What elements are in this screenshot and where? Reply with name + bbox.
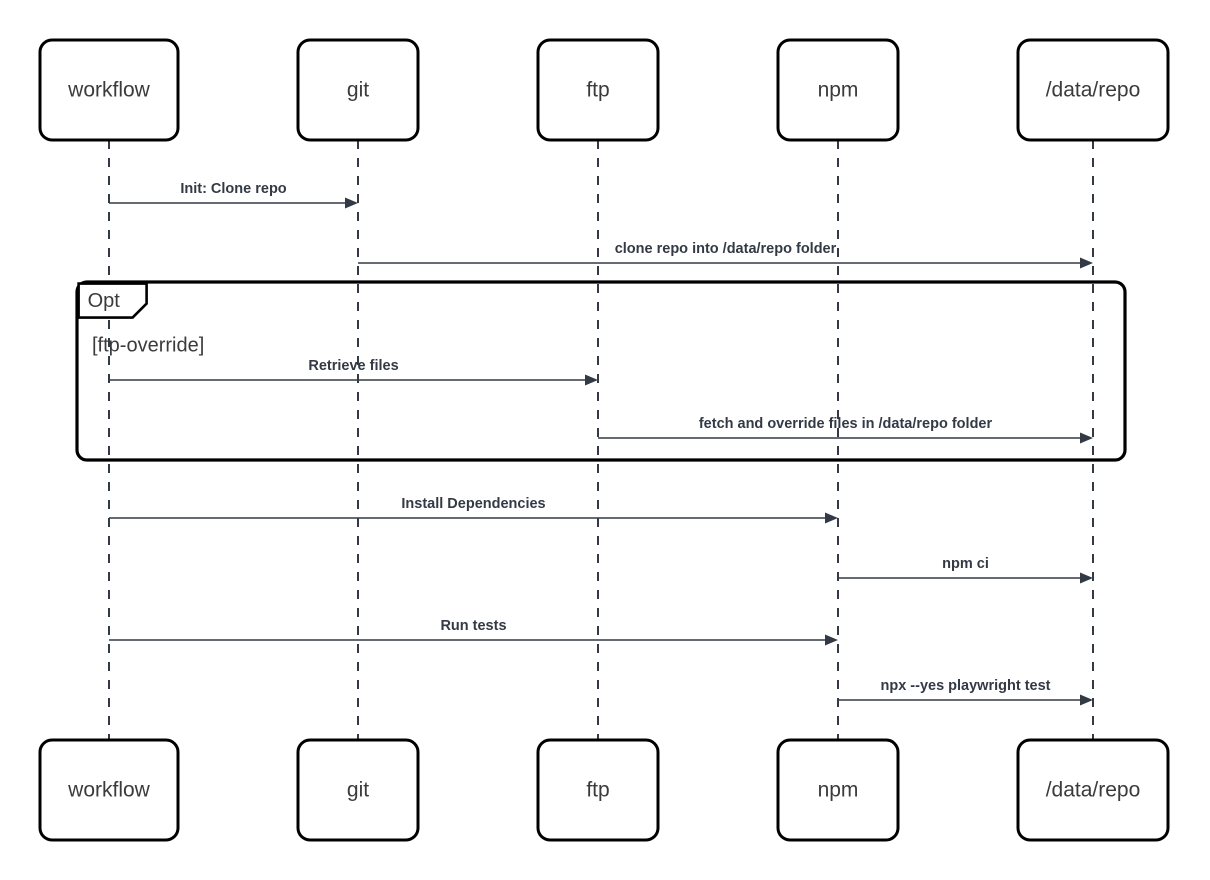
fragment-tab-label: Opt [88,290,121,312]
participant-top-ftp[interactable]: ftp [536,38,660,142]
participant-boxes-layer: workflow git ftp npm/data/repo workflow git ft… [38,38,1170,842]
message-arrowhead [825,512,838,524]
message-5: Install Dependencies [109,496,838,524]
message-label: npm ci [942,556,989,572]
message-arrowhead [1080,257,1093,269]
participant-label: npm [818,79,859,102]
participant-top-repo[interactable]: /data/repo [1016,38,1170,142]
message-arrowhead [1080,694,1093,706]
participant-top-git[interactable]: git [296,38,420,142]
participant-box[interactable] [776,38,900,142]
participant-label: workflow [67,79,151,102]
message-arrowhead [1080,432,1093,444]
participant-box[interactable] [536,738,660,842]
participant-label: ftp [586,779,609,802]
participant-box[interactable] [38,738,180,842]
message-label: npx --yes playwright test [880,678,1050,694]
participant-box[interactable] [38,38,180,142]
message-label: Install Dependencies [401,496,545,512]
participant-bottom-workflow[interactable]: workflow [38,738,180,842]
message-arrowhead [1080,572,1093,584]
message-6: npm ci [838,556,1093,584]
fragment-tab-opt [77,282,148,319]
participant-bottom-git[interactable]: git [296,738,420,842]
participant-label: /data/repo [1046,779,1141,802]
message-arrowhead [825,634,838,646]
participant-bottom-npm[interactable]: npm [776,738,900,842]
participant-box[interactable] [1016,738,1170,842]
participant-box[interactable] [536,38,660,142]
participant-label: git [347,779,369,802]
fragment-box-opt [75,280,1127,462]
message-label: Run tests [440,618,506,634]
participant-box[interactable] [776,738,900,842]
messages-layer: Init: Clone repo clone repo into /data/re… [109,181,1093,706]
message-label: fetch and override files in /data/repo f… [699,416,993,432]
lifelines-layer [108,140,1094,740]
participant-label: git [347,79,369,102]
participant-bottom-ftp[interactable]: ftp [536,738,660,842]
message-7: Run tests [109,618,838,646]
message-label: Init: Clone repo [180,181,286,197]
message-3: Retrieve files [109,358,598,386]
message-1: Init: Clone repo [109,181,358,209]
participant-box[interactable] [296,738,420,842]
message-2: clone repo into /data/repo folder [358,241,1093,269]
message-label: clone repo into /data/repo folder [615,241,837,257]
participant-label: npm [818,779,859,802]
participant-label: ftp [586,79,609,102]
participant-bottom-repo[interactable]: /data/repo [1016,738,1170,842]
fragment-condition-label: [ftp-override] [92,334,204,356]
participant-top-npm[interactable]: npm [776,38,900,142]
message-4: fetch and override files in /data/repo f… [598,416,1093,444]
fragments-layer: Opt [ftp-override] [75,280,1127,462]
participant-box[interactable] [296,38,420,142]
participant-label: workflow [67,779,151,802]
message-label: Retrieve files [308,358,398,374]
participant-top-workflow[interactable]: workflow [38,38,180,142]
message-arrowhead [585,374,598,386]
participant-label: /data/repo [1046,79,1141,102]
message-8: npx --yes playwright test [838,678,1093,706]
message-arrowhead [345,197,358,209]
participant-box[interactable] [1016,38,1170,142]
